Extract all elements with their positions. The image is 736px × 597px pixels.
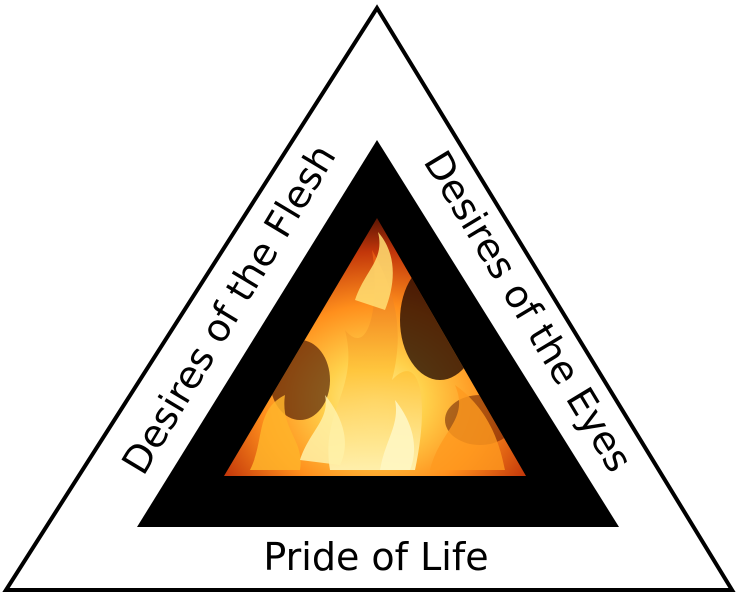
bottom-side-label: Pride of Life [263,535,488,579]
